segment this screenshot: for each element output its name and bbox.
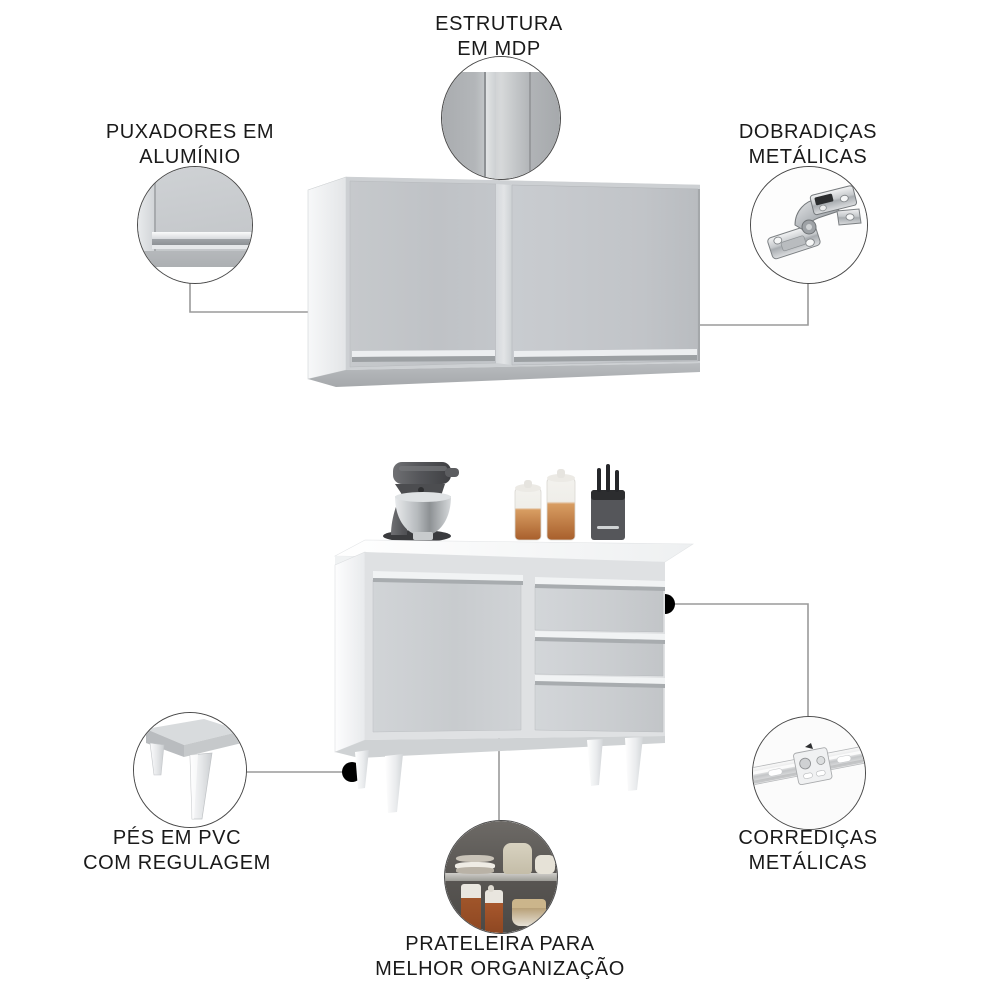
label-pes-em-pvc: PÉS EM PVC COM REGULAGEM bbox=[83, 827, 271, 874]
detail-circle-aluminium-handle bbox=[137, 166, 253, 284]
stand-mixer-icon bbox=[383, 462, 459, 542]
hinge-icon bbox=[767, 185, 862, 260]
label-estrutura-em-mdp: ESTRUTURA EM MDP bbox=[435, 13, 563, 60]
knife-block-icon bbox=[591, 464, 625, 540]
label-corredicas-metalicas: CORREDIÇAS METÁLICAS bbox=[738, 827, 878, 874]
label-prateleira: PRATELEIRA PARA MELHOR ORGANIZAÇÃO bbox=[375, 933, 625, 980]
label-dobradicas-metalicas: DOBRADIÇAS METÁLICAS bbox=[738, 121, 878, 168]
detail-circle-metal-hinge bbox=[750, 166, 868, 284]
pvc-leg-icon bbox=[355, 737, 643, 813]
product-counter-cabinet bbox=[325, 440, 695, 830]
detail-circle-drawer-slide bbox=[752, 716, 866, 830]
glass-canister-icon bbox=[546, 469, 576, 541]
glass-canister-icon bbox=[514, 480, 542, 541]
detail-circle-shelf-organization bbox=[444, 820, 558, 934]
product-wall-cabinet bbox=[300, 165, 701, 400]
label-puxadores-em-aluminio: PUXADORES EM ALUMÍNIO bbox=[105, 121, 275, 168]
detail-circle-pvc-leg bbox=[133, 712, 247, 828]
detail-circle-mdp-panel-edge bbox=[441, 56, 561, 180]
